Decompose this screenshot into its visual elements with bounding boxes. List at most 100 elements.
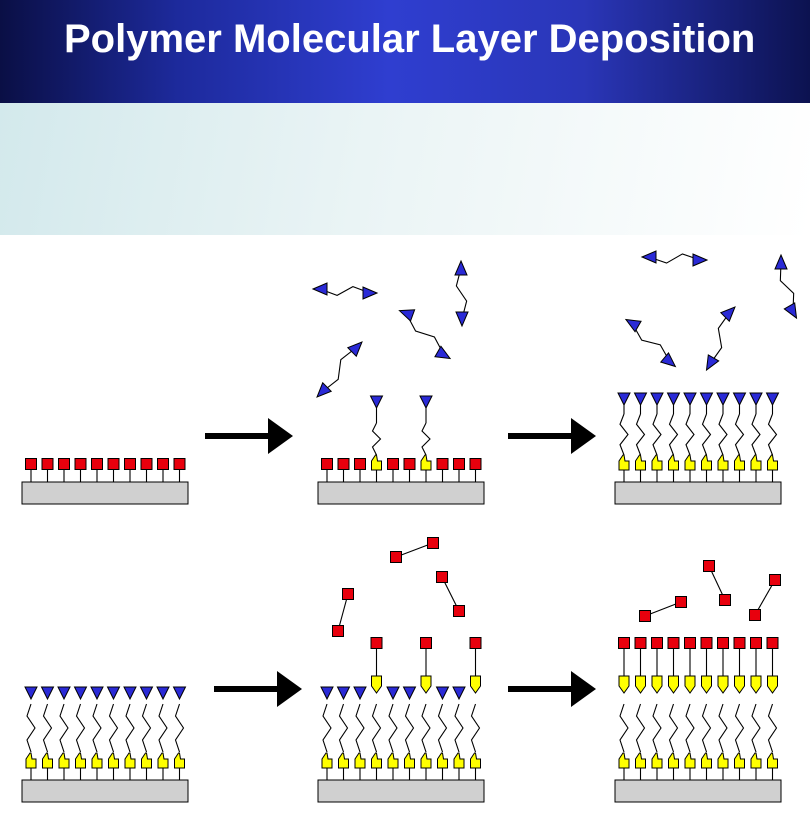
yellow-linkage: [321, 752, 333, 769]
yellow-linkage: [371, 752, 382, 769]
red-square-group: [370, 637, 383, 649]
red-square-group: [769, 574, 781, 586]
blue-triangle-group: [659, 352, 677, 368]
yellow-linkage: [734, 675, 745, 694]
blue-triangle-group: [346, 341, 363, 358]
blue-triangle-group: [362, 286, 379, 300]
yellow-linkage: [338, 752, 349, 769]
blue-triangle-group: [749, 392, 763, 407]
blue-triangle-group: [172, 686, 187, 701]
yellow-linkage: [750, 675, 762, 694]
blue-triangle-group: [452, 686, 466, 701]
blue-triangle-group: [139, 686, 154, 701]
blue-triangle-group: [699, 392, 714, 407]
process-arrow: [508, 418, 596, 454]
blue-triangle-group: [774, 253, 788, 270]
blue-triangle-group: [106, 686, 121, 701]
red-square-group: [321, 458, 333, 470]
red-square-group: [25, 458, 37, 470]
red-square-group: [140, 458, 153, 470]
blue-triangle-group: [57, 686, 71, 701]
yellow-linkage: [767, 752, 778, 769]
yellow-linkage: [717, 752, 729, 769]
blue-triangle-group: [316, 381, 333, 398]
red-square-group: [332, 625, 344, 637]
red-square-group: [420, 637, 432, 649]
yellow-linkage: [701, 675, 712, 694]
substrate-block: [21, 779, 189, 803]
blue-triangle-group: [73, 686, 88, 701]
blue-triangle-group: [666, 392, 681, 407]
yellow-linkage: [734, 454, 745, 471]
yellow-linkage: [420, 454, 432, 471]
process-arrow: [205, 418, 293, 454]
yellow-linkage: [701, 752, 712, 769]
blue-triangle-group: [705, 354, 720, 372]
red-square-group: [403, 458, 416, 470]
blue-triangle-group: [369, 395, 384, 410]
red-square-group: [342, 588, 354, 600]
blue-triangle-group: [454, 259, 468, 276]
blue-triangle-group: [24, 686, 38, 701]
red-square-group: [667, 637, 680, 649]
blue-triangle-group: [386, 686, 400, 701]
yellow-linkage: [420, 752, 432, 769]
process-arrow: [214, 671, 302, 707]
yellow-linkage: [420, 675, 432, 694]
blue-triangle-group: [732, 392, 747, 407]
yellow-linkage: [437, 752, 448, 769]
yellow-linkage: [470, 675, 481, 694]
blue-triangle-group: [624, 318, 642, 333]
blue-triangle-group: [435, 686, 450, 701]
yellow-linkage: [75, 752, 86, 769]
yellow-linkage: [668, 675, 679, 694]
blue-triangle-group: [719, 306, 736, 323]
red-square-group: [618, 637, 630, 649]
yellow-linkage: [25, 752, 37, 769]
yellow-linkage: [371, 675, 382, 694]
red-square-group: [750, 637, 762, 649]
red-square-group: [41, 458, 54, 470]
blue-triangle-group: [783, 302, 798, 320]
red-square-group: [733, 637, 746, 649]
red-square-group: [436, 571, 448, 583]
blue-triangle-group: [353, 686, 367, 701]
yellow-linkage: [453, 752, 465, 769]
red-square-group: [766, 637, 779, 649]
blue-triangle-group: [716, 392, 730, 407]
red-square-group: [651, 637, 663, 649]
red-square-group: [639, 610, 651, 622]
yellow-linkage: [635, 454, 646, 471]
blue-triangle-group: [336, 686, 351, 701]
yellow-linkage: [174, 752, 185, 769]
red-square-group: [469, 637, 482, 649]
yellow-linkage: [635, 675, 646, 694]
red-square-group: [717, 637, 729, 649]
blue-triangle-group: [683, 392, 697, 407]
yellow-linkage: [651, 675, 663, 694]
mld-process-diagram: [21, 250, 798, 803]
yellow-linkage: [108, 752, 119, 769]
yellow-linkage: [750, 752, 762, 769]
yellow-linkage: [717, 675, 729, 694]
red-square-group: [354, 458, 366, 470]
blue-triangle-group: [90, 686, 104, 701]
blue-triangle-group: [156, 686, 170, 701]
yellow-linkage: [42, 752, 53, 769]
red-square-group: [157, 458, 169, 470]
blue-triangle-group: [650, 392, 664, 407]
substrate-block: [317, 779, 485, 803]
yellow-linkage: [767, 454, 778, 471]
red-square-group: [749, 609, 761, 621]
yellow-linkage: [717, 454, 729, 471]
blue-triangle-group: [640, 250, 657, 264]
yellow-linkage: [371, 454, 382, 471]
yellow-linkage: [668, 454, 679, 471]
red-square-group: [675, 596, 687, 608]
yellow-linkage: [618, 454, 630, 471]
yellow-linkage: [684, 752, 696, 769]
red-square-group: [58, 458, 70, 470]
red-square-group: [436, 458, 449, 470]
blue-triangle-group: [40, 686, 55, 701]
blue-triangle-group: [633, 392, 648, 407]
